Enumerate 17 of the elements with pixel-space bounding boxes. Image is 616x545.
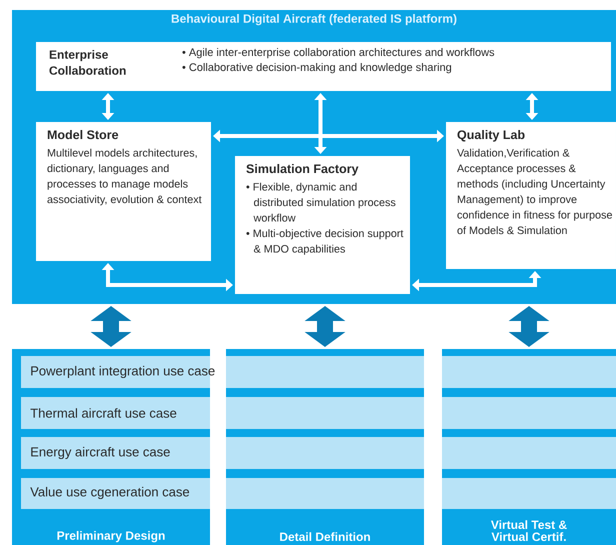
module-box: Quality Lab Validation,Verification & Acceptance processes & methods (including Uncertainty Management) to improve confidence in fitness for purpose of Models & Simulation <box>446 122 616 269</box>
collaboration-box: Enterprise Collaboration • Agile inter-enterprise collaboration architectures and workflows • Collaborative decision-making and knowledge sharing <box>36 42 611 91</box>
use-case-label: Powerplant integration use case <box>31 366 215 378</box>
use-case-label: Thermal aircraft use case <box>30 408 176 418</box>
double-arrow <box>508 306 550 347</box>
double-arrow <box>304 306 346 347</box>
use-case-label: Value use cgeneration case <box>30 486 190 500</box>
double-arrow <box>314 93 327 154</box>
double-arrow <box>102 93 114 120</box>
double-arrow <box>526 93 538 120</box>
double-arrow <box>90 306 132 347</box>
phase-column: Detail Definition <box>226 349 424 545</box>
module-box: Simulation Factory • Flexible, dynamic and distributed simulation process workflow • Multi-objective decision support & MDO capabilities <box>235 156 410 294</box>
module-box: Model Store Multilevel models architectures, dictionary, languages and processes to manage models associativity, evolution & context <box>36 122 211 261</box>
use-case-label: Energy aircraft use case <box>31 446 170 460</box>
phase-column: Virtual Test & Virtual Certif. <box>442 349 616 545</box>
double-arrow <box>213 130 444 142</box>
